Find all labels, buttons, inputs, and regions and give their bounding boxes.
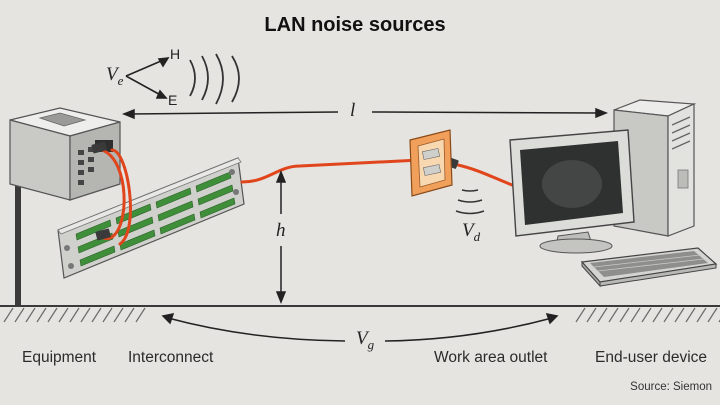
length-arrow	[121, 107, 609, 120]
ground-hatch-mark	[25, 307, 36, 323]
ground-hatch-mark	[102, 307, 113, 323]
diagram-title: LAN noise sources	[264, 14, 446, 36]
height-arrow	[275, 169, 287, 305]
length-label: l	[350, 100, 356, 121]
ground-hatch-mark	[663, 307, 674, 323]
patch-port-group	[159, 213, 196, 235]
vg-main: V	[356, 328, 368, 349]
ground-hatch-mark	[69, 307, 80, 323]
patch-port-group	[197, 184, 234, 206]
equipment-label: Equipment	[22, 349, 97, 366]
patch-port-group	[75, 219, 112, 241]
outlet-noise-waves	[455, 189, 485, 215]
vd-label: Vd	[462, 220, 481, 244]
patch-port-group	[195, 171, 232, 193]
h-field-label: H	[170, 46, 181, 62]
patch-port-group	[157, 200, 194, 222]
ground-hatch-mark	[3, 307, 14, 323]
patch-port-group	[119, 229, 156, 251]
ground-potential-arc	[161, 313, 559, 342]
patch-port-group	[199, 197, 236, 219]
ground-hatch-mark	[674, 307, 685, 323]
vg-label: Vg	[356, 328, 375, 352]
ground-hatch-mark	[619, 307, 630, 323]
ground-hatch-mark	[47, 307, 58, 323]
interconnect-label: Interconnect	[128, 349, 214, 366]
end-user-monitor	[509, 129, 635, 254]
source-credit: Source: Siemon	[630, 381, 712, 393]
patch-port-group	[79, 245, 116, 267]
ground-hatch-mark	[14, 307, 25, 323]
ve-subscript: e	[117, 73, 124, 88]
radiation-waves	[189, 53, 240, 105]
vd-main: V	[462, 220, 474, 241]
ground-hatch-mark	[124, 307, 135, 323]
ground-hatch-mark	[696, 307, 707, 323]
end-user-device-label: End-user device	[595, 349, 708, 366]
vd-subscript: d	[473, 229, 481, 244]
ve-main: V	[106, 64, 118, 85]
ve-label: Ve	[106, 64, 124, 88]
ground-hatch-mark	[575, 307, 586, 323]
patch-port-group	[155, 187, 192, 209]
ground	[0, 305, 720, 323]
ground-hatch-mark	[685, 307, 696, 323]
ground-hatch-mark	[113, 307, 124, 323]
ve-field-arrows	[125, 57, 170, 99]
ground-hatch-mark	[135, 307, 146, 323]
patch-port-group	[115, 203, 152, 225]
ground-hatch-mark	[641, 307, 652, 323]
ground-hatch-mark	[630, 307, 641, 323]
ground-hatch-mark	[91, 307, 102, 323]
ground-hatch-mark	[58, 307, 69, 323]
ground-hatch-mark	[597, 307, 608, 323]
ground-hatch-mark	[586, 307, 597, 323]
ground-hatch-mark	[80, 307, 91, 323]
ground-hatch-mark	[652, 307, 663, 323]
end-user-keyboard	[580, 247, 718, 288]
vg-subscript: g	[367, 337, 375, 352]
work-area-outlet	[409, 129, 453, 197]
interconnect-panel	[57, 157, 245, 279]
equipment-device	[9, 107, 121, 306]
ground-hatch-mark	[36, 307, 47, 323]
e-field-label: E	[168, 92, 178, 108]
ground-hatch-mark	[608, 307, 619, 323]
ground-hatch-mark	[707, 307, 718, 323]
height-label: h	[276, 220, 286, 241]
work-area-outlet-label: Work area outlet	[434, 349, 548, 366]
